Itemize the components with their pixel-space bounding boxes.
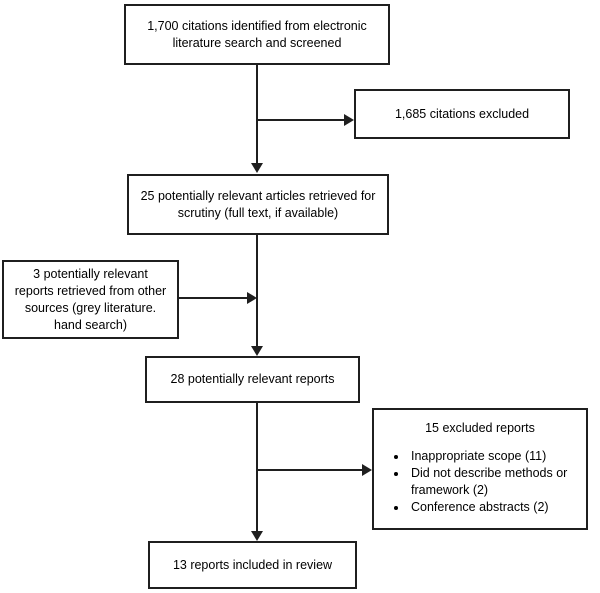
box-articles-retrieved-label: 25 potentially relevant articles retriev… — [140, 188, 376, 220]
box-citations-excluded: 1,685 citations excluded — [354, 89, 570, 139]
excluded-reason-item: Inappropriate scope (11) — [408, 448, 576, 465]
box-other-sources-label: 3 potentially relevant reports retrieved… — [14, 266, 167, 332]
excluded-reports-list: Inappropriate scope (11) Did not describ… — [380, 448, 580, 516]
arrowhead-down-icon — [251, 346, 263, 356]
connector-branch-to-citations-excluded — [256, 119, 344, 121]
arrowhead-down-icon — [251, 163, 263, 173]
arrowhead-right-icon — [344, 114, 354, 126]
connector-other-sources-join — [179, 297, 247, 299]
box-relevant-reports-label: 28 potentially relevant reports — [170, 372, 335, 386]
arrowhead-right-icon — [247, 292, 257, 304]
excluded-reports-title: 15 excluded reports — [425, 421, 535, 435]
excluded-reason-item: Conference abstracts (2) — [408, 499, 576, 516]
connector-branch-to-excluded-reports — [256, 469, 362, 471]
box-excluded-reports: 15 excluded reports Inappropriate scope … — [372, 408, 588, 530]
box-citations-identified-label: 1,700 citations identified from electron… — [147, 18, 367, 50]
arrowhead-down-icon — [251, 531, 263, 541]
box-other-sources: 3 potentially relevant reports retrieved… — [2, 260, 179, 339]
box-included-in-review-label: 13 reports included in review — [172, 557, 333, 572]
box-articles-retrieved: 25 potentially relevant articles retriev… — [127, 174, 389, 235]
connector-retrieved-to-relevant — [256, 235, 258, 346]
box-included-in-review: 13 reports included in review — [148, 541, 357, 589]
box-relevant-reports: 28 potentially relevant reports — [145, 356, 360, 403]
box-citations-identified: 1,700 citations identified from electron… — [124, 4, 390, 65]
connector-relevant-to-included — [256, 403, 258, 531]
box-citations-excluded-label: 1,685 citations excluded — [394, 106, 530, 121]
connector-identified-to-retrieved — [256, 65, 258, 163]
arrowhead-right-icon — [362, 464, 372, 476]
excluded-reason-item: Did not describe methods or framework (2… — [408, 465, 576, 499]
